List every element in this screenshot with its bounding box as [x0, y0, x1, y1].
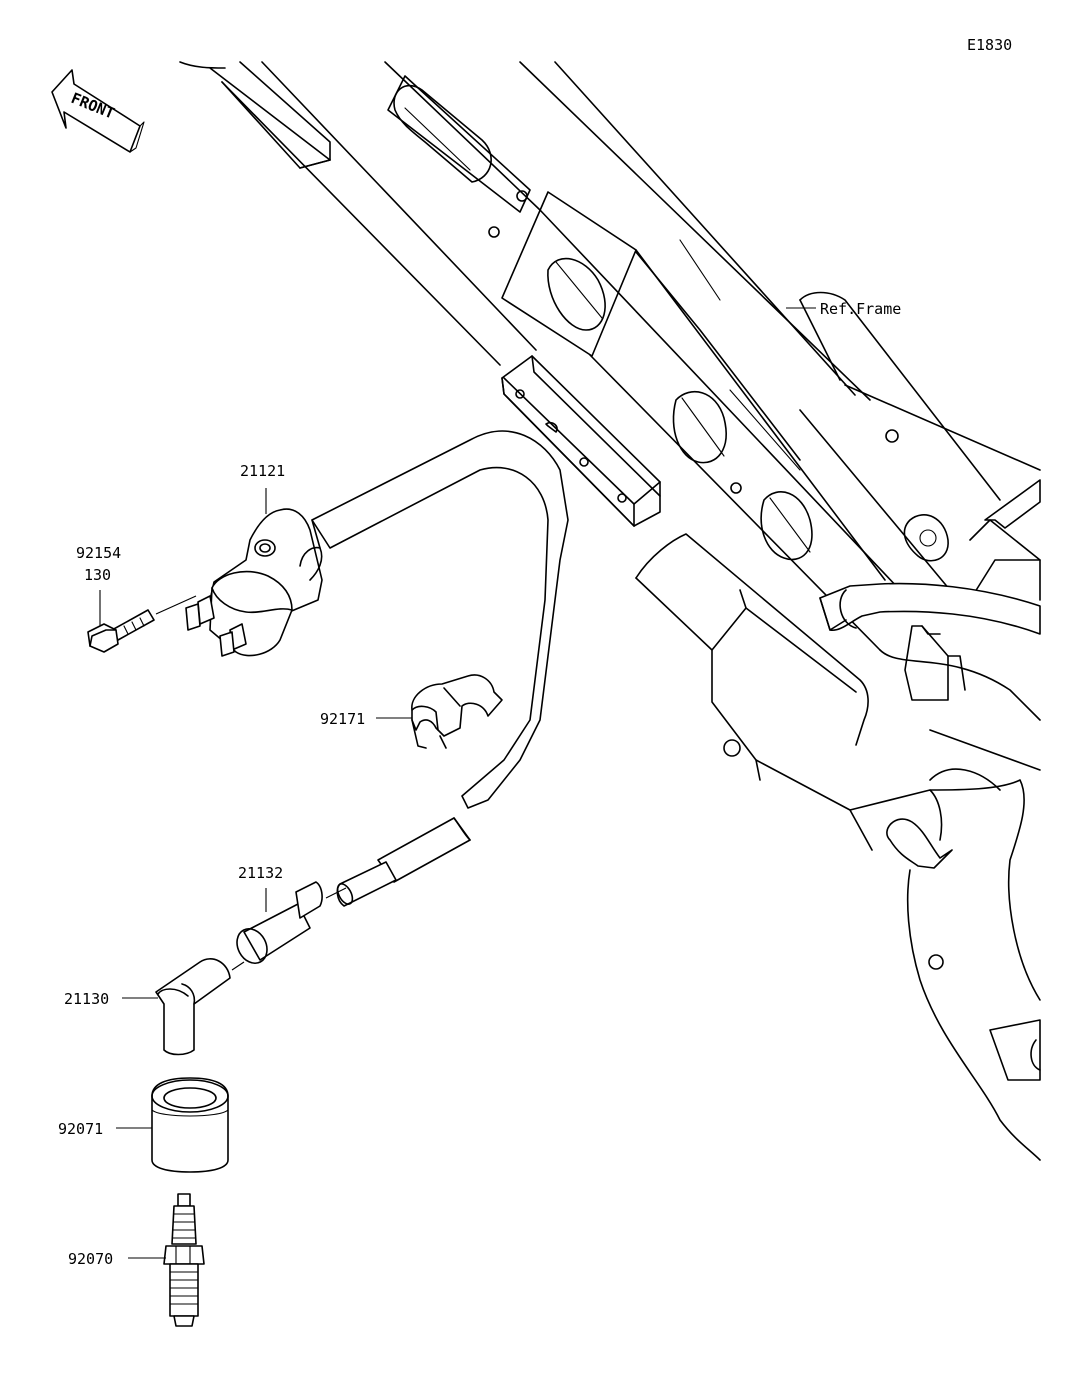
- ignition-coil-21121-drawing: [185, 430, 569, 809]
- cap-21132-drawing: [236, 881, 347, 964]
- diagram-code: E1830: [967, 36, 1012, 54]
- part-number-21130: 21130: [64, 990, 109, 1008]
- part-number-92070: 92070: [68, 1250, 113, 1268]
- part-qty-92154: 130: [84, 566, 111, 584]
- plug-cap-21130-drawing: [122, 958, 245, 1056]
- clamp-92171-drawing: [411, 674, 503, 749]
- ht-lead-end-drawing: [336, 817, 471, 907]
- boot-92071-drawing: [116, 1077, 229, 1173]
- frame-reference-drawing: [179, 61, 1041, 1161]
- part-number-92154: 92154: [76, 544, 121, 562]
- bolt-92154-drawing: [87, 595, 197, 653]
- part-number-21132: 21132: [238, 864, 283, 882]
- ref-frame-label: Ref.Frame: [820, 300, 901, 318]
- part-number-21121: 21121: [240, 462, 285, 480]
- spark-plug-92070-drawing: [128, 1193, 205, 1327]
- part-number-92171: 92171: [320, 710, 365, 728]
- mounting-bracket-drawing: [501, 355, 661, 527]
- front-arrow-icon: FRONT: [51, 69, 145, 153]
- part-number-92071: 92071: [58, 1120, 103, 1138]
